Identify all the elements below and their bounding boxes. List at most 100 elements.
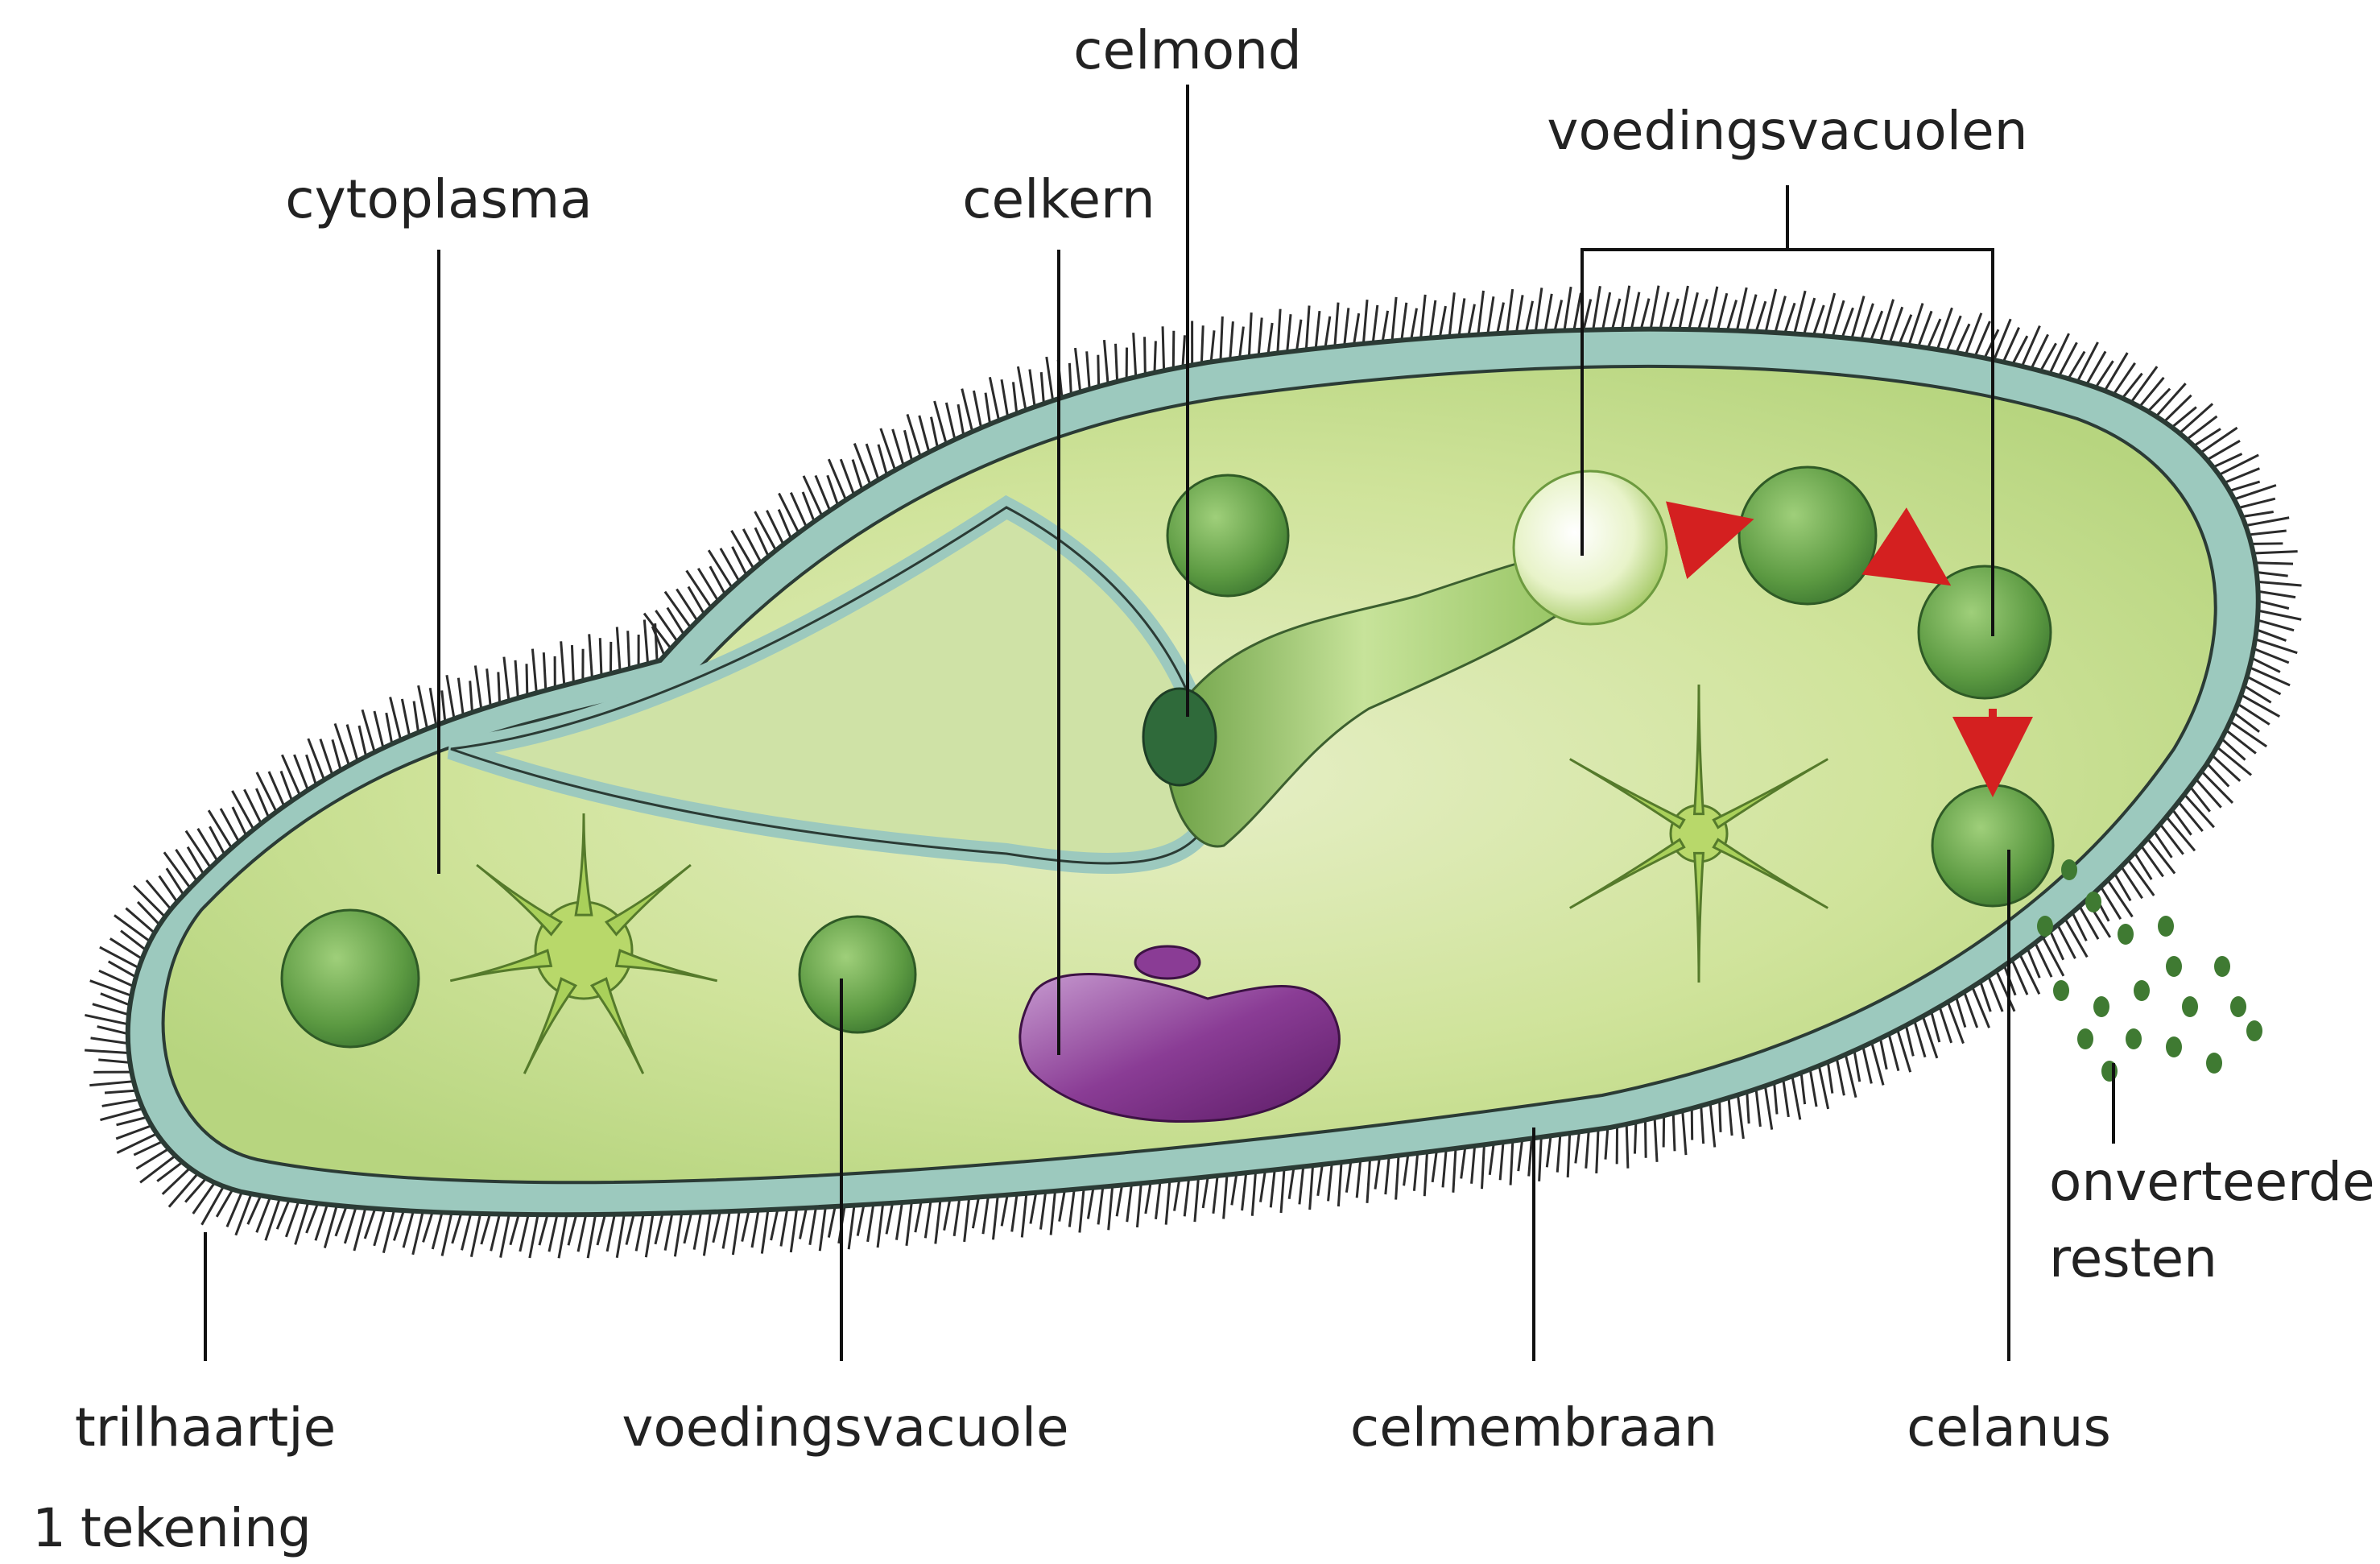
cilium [866, 444, 878, 480]
cilium [1915, 1021, 1925, 1057]
cilium [983, 1197, 988, 1235]
cilium [1689, 292, 1698, 329]
label-celkern: celkern [962, 168, 1155, 230]
particle [2214, 956, 2230, 977]
cilium [1526, 301, 1532, 332]
cilium [452, 1213, 461, 1243]
cilium [1833, 300, 1844, 337]
cilium [89, 1082, 134, 1086]
food-vacuole-1 [282, 910, 419, 1047]
cilium [1281, 1169, 1284, 1213]
cilium [1453, 1148, 1456, 1193]
cilium [1230, 321, 1233, 359]
particle [2166, 956, 2182, 977]
cilium [985, 393, 990, 424]
cilium [1346, 1161, 1351, 1193]
cilium [1756, 1089, 1760, 1127]
food-vacuole-5 [1919, 566, 2051, 698]
cilium [1810, 1070, 1816, 1107]
cilium [1461, 1147, 1465, 1178]
cilium [1173, 331, 1174, 369]
cilium [2105, 353, 2127, 391]
cilium [886, 1203, 893, 1235]
cilium [1823, 293, 1834, 336]
cilium [665, 1213, 672, 1250]
cilium [1018, 366, 1026, 410]
cilium [1490, 1144, 1494, 1175]
cilium [2258, 601, 2289, 608]
cilium [114, 916, 150, 941]
caption-text: tekening [81, 1497, 312, 1559]
cilium [617, 1214, 624, 1258]
cilium [102, 1099, 139, 1106]
cilium [1098, 1187, 1103, 1225]
cilium [958, 404, 964, 436]
cilium [589, 634, 593, 678]
cilium [990, 377, 998, 420]
cilium [810, 1207, 816, 1244]
cilium [1863, 1047, 1871, 1084]
cilium [1440, 306, 1445, 337]
cilium [1013, 382, 1016, 413]
cilium [1296, 320, 1300, 351]
cilium [2179, 802, 2203, 831]
cilium [2250, 668, 2290, 685]
cilium [383, 1210, 394, 1252]
cilium [973, 391, 981, 428]
cilium [1382, 311, 1387, 342]
label-celanus: celanus [1907, 1396, 2111, 1458]
cilium [1765, 1086, 1771, 1129]
cilium [390, 697, 401, 740]
cilium [1002, 379, 1008, 416]
cilium [644, 619, 647, 664]
cilium [636, 1214, 643, 1251]
cilium [1746, 295, 1756, 332]
cilium [419, 685, 428, 729]
cilium [93, 1004, 129, 1015]
cilium [1792, 1076, 1800, 1119]
cilium [2258, 610, 2301, 619]
cilium [1593, 286, 1601, 329]
cilium [1310, 1165, 1313, 1210]
cilium [578, 1214, 586, 1252]
cilium [520, 1214, 528, 1252]
forming-vacuole [1514, 471, 1667, 624]
cilium [1175, 1180, 1180, 1211]
cilium [1819, 1065, 1828, 1109]
cilium [1402, 303, 1407, 341]
cilium [1890, 307, 1902, 342]
cilium [1783, 1079, 1789, 1117]
cilium [694, 1212, 700, 1249]
cilium [1680, 286, 1688, 329]
cilium [1842, 308, 1853, 337]
cilium [1584, 299, 1591, 329]
cilium [646, 1214, 653, 1257]
cilium [1747, 1092, 1749, 1123]
cilium [1289, 1168, 1294, 1199]
cilium [354, 1208, 366, 1251]
cilium [1075, 348, 1080, 392]
cilium [1813, 305, 1824, 335]
cilium [1663, 1115, 1664, 1147]
cilium [1699, 299, 1708, 329]
particle [2085, 892, 2101, 912]
cilium [1795, 291, 1805, 333]
cilium [676, 589, 697, 620]
cilium [1605, 1127, 1608, 1159]
cilium [2257, 630, 2287, 641]
cilium [896, 1202, 902, 1240]
cilium [1529, 1139, 1532, 1177]
cilium [1852, 296, 1864, 339]
cilium [1488, 296, 1494, 334]
label-voedingsvacuole: voedingsvacuole [622, 1396, 1068, 1458]
cilium [324, 1206, 337, 1248]
cilium [2200, 428, 2237, 453]
cilium [333, 739, 341, 770]
cilium [257, 772, 276, 812]
cilium [2238, 499, 2275, 507]
cilium [402, 699, 409, 736]
cilium [655, 610, 677, 642]
cilium [1701, 1106, 1704, 1144]
cilium [97, 1027, 128, 1034]
